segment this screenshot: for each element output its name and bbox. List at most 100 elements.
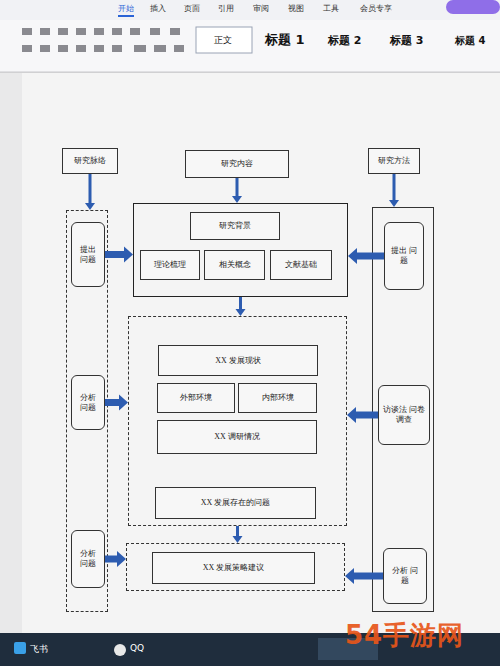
- menu-tab: 会员专享: [360, 3, 392, 14]
- app-icon: [114, 644, 126, 656]
- flow-arrow: [105, 395, 128, 411]
- node-text: 研究内容: [221, 159, 253, 169]
- arrow-head: [233, 536, 243, 543]
- style-box: [196, 27, 252, 53]
- arrow-head: [124, 247, 133, 263]
- flow-arrow: [348, 248, 384, 264]
- flow-arrow: [236, 297, 246, 316]
- node-text: 分析 问题: [76, 393, 100, 413]
- arrow-shaft: [105, 556, 118, 563]
- arrow-head: [232, 196, 242, 203]
- arrow-shaft: [105, 399, 120, 406]
- node-text: 相关概念: [219, 260, 251, 270]
- menu-tab: 插入: [150, 3, 166, 14]
- menu-tab: 审阅: [253, 3, 269, 14]
- step-box: 分析 问题: [71, 530, 105, 588]
- content-box: 外部环境: [157, 383, 235, 413]
- flow-arrow: [105, 247, 133, 263]
- node-text: XX 发展现状: [215, 356, 261, 366]
- node-text: 理论梳理: [154, 260, 186, 270]
- ribbon-edge: [0, 72, 500, 73]
- flow-arrow: [105, 551, 126, 567]
- arrow-head: [236, 309, 246, 316]
- document-area: [0, 73, 500, 633]
- taskbar-app: 飞书: [30, 643, 48, 656]
- document-page: [22, 73, 500, 633]
- flow-arrow: [347, 407, 378, 423]
- menu-tab: 视图: [288, 3, 304, 14]
- header-box: 研究方法: [368, 148, 420, 174]
- arrow-shaft: [236, 178, 239, 197]
- flow-arrow: [85, 174, 95, 210]
- arrow-head: [119, 395, 128, 411]
- style-name: 标题 2: [328, 33, 361, 48]
- step-box: 提出 问题: [71, 222, 105, 287]
- node-text: 研究脉络: [74, 156, 106, 166]
- step-box: 分析 问题: [383, 548, 427, 604]
- arrow-shaft: [356, 253, 384, 260]
- menu-tab: 引用: [218, 3, 234, 14]
- node-text: 提出 问题: [391, 246, 417, 266]
- step-box: 提出 问题: [384, 222, 424, 290]
- content-box: 研究背景: [190, 212, 280, 240]
- column-box: 提出 问题访谈法 问卷调查分析 问题: [372, 207, 434, 612]
- arrow-head: [117, 551, 126, 567]
- arrow-shaft: [393, 174, 396, 201]
- arrow-head: [348, 248, 357, 264]
- node-text: 访谈法 问卷调查: [383, 405, 425, 425]
- step-box: 分析 问题: [71, 375, 105, 430]
- style-name: 正文: [214, 34, 232, 47]
- stage-box: XX 发展策略建议: [126, 543, 345, 591]
- column-box: 提出 问题分析 问题分析 问题: [66, 210, 108, 612]
- watermark: 54手游网: [345, 618, 464, 653]
- app-icon: [14, 642, 26, 654]
- flow-arrow: [389, 174, 399, 207]
- flow-arrow: [232, 178, 242, 203]
- taskbar: [0, 633, 500, 666]
- content-box: XX 发展存在的问题: [155, 487, 316, 519]
- arrow-shaft: [105, 251, 125, 258]
- style-name: 标题 1: [265, 31, 305, 49]
- content-box: XX 发展策略建议: [152, 552, 315, 584]
- node-text: XX 发展策略建议: [203, 563, 265, 573]
- node-text: 分析 问题: [76, 549, 100, 569]
- arrow-shaft: [236, 526, 239, 537]
- header-box: 研究脉络: [62, 148, 118, 174]
- header-box: 研究内容: [185, 150, 289, 178]
- node-text: XX 调研情况: [214, 432, 260, 442]
- ai-button: [446, 0, 500, 14]
- node-text: 外部环境: [180, 393, 212, 403]
- node-text: 提出 问题: [76, 245, 100, 265]
- arrow-head: [347, 407, 356, 423]
- content-box: 文献基础: [270, 250, 332, 280]
- arrow-shaft: [89, 174, 92, 204]
- style-name: 标题 4: [455, 34, 485, 48]
- stage-box: XX 发展现状外部环境 内部环境 XX 调研情况 XX 发展存在的问题: [128, 316, 347, 526]
- content-box: XX 调研情况: [157, 420, 317, 454]
- step-box: 访谈法 问卷调查: [378, 385, 430, 445]
- ribbon: [0, 20, 500, 72]
- style-name: 标题 3: [390, 33, 423, 48]
- menu-tab: 开始: [118, 3, 134, 17]
- flow-arrow: [345, 568, 383, 584]
- arrow-head: [85, 203, 95, 210]
- node-text: 研究背景: [219, 221, 251, 231]
- content-box: 相关概念: [204, 250, 265, 280]
- menu-tab: 工具: [323, 3, 339, 14]
- node-text: 研究方法: [378, 156, 410, 166]
- node-text: 内部环境: [262, 393, 294, 403]
- arrow-head: [389, 200, 399, 207]
- flow-arrow: [233, 526, 243, 543]
- content-box: XX 发展现状: [158, 345, 318, 376]
- node-text: 文献基础: [285, 260, 317, 270]
- content-box: 理论梳理: [140, 250, 200, 280]
- menu-tab: 页面: [184, 3, 200, 14]
- node-text: 分析 问题: [390, 566, 420, 586]
- arrow-shaft: [239, 297, 242, 310]
- content-box: 内部环境: [238, 383, 317, 413]
- arrow-shaft: [355, 412, 378, 419]
- arrow-head: [345, 568, 354, 584]
- node-text: XX 发展存在的问题: [201, 498, 271, 508]
